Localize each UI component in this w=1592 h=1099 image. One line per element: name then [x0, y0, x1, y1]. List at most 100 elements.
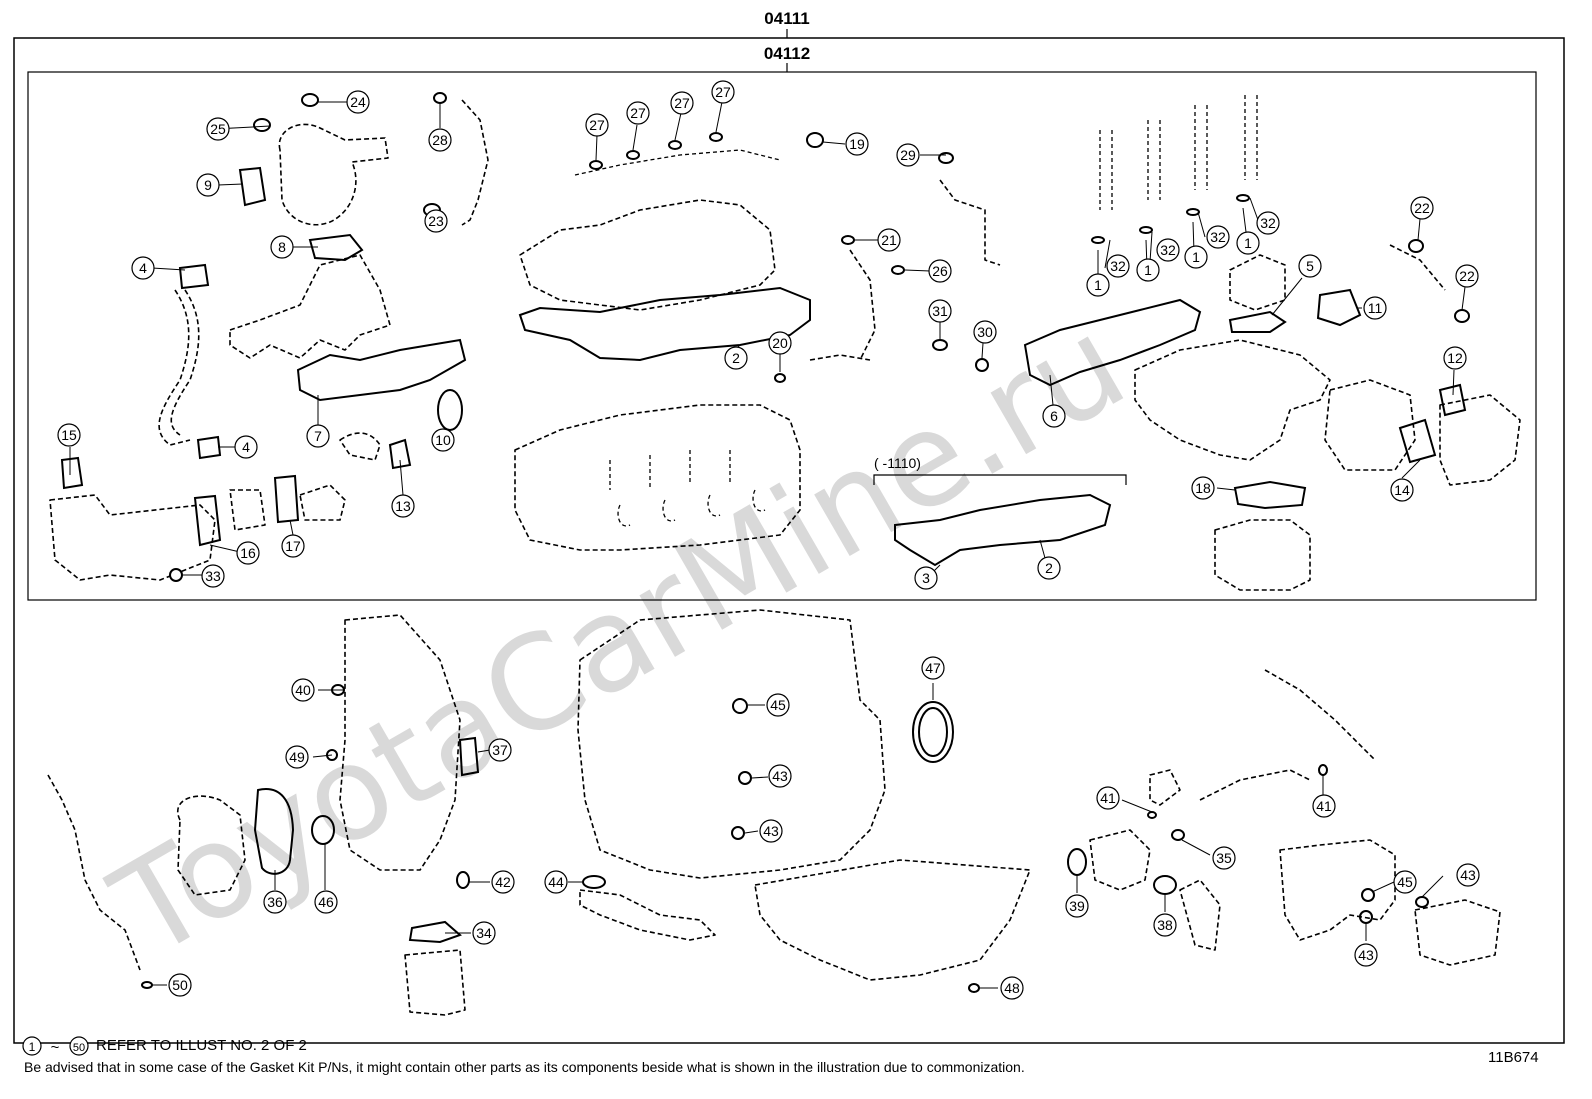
callout-c41b: 41 — [1312, 794, 1336, 818]
callout-c49: 49 — [285, 745, 309, 769]
callout-c27b: 27 — [626, 101, 650, 125]
intake-manifold-outline — [1134, 339, 1331, 461]
callout-c42: 42 — [491, 870, 515, 894]
callout-circle — [1065, 894, 1089, 918]
callout-c32d: 32 — [1256, 211, 1280, 235]
callout-circle — [236, 541, 260, 565]
callout-circle — [491, 870, 515, 894]
callout-circle — [131, 256, 155, 280]
callout-circle — [1256, 211, 1280, 235]
cylinder-block-outline — [577, 609, 886, 879]
callout-number: 29 — [900, 147, 916, 163]
callout-c28: 28 — [428, 128, 452, 152]
callout-c31: 31 — [928, 299, 952, 323]
callout-c9: 9 — [196, 173, 220, 197]
callout-number: 37 — [492, 742, 508, 758]
callout-circle — [1455, 264, 1479, 288]
callout-number: 17 — [285, 538, 301, 554]
callout-circle — [346, 90, 370, 114]
callout-number: 25 — [210, 121, 226, 137]
illustration-code: 11B674 — [1488, 1049, 1539, 1066]
callout-c10: 10 — [431, 428, 455, 452]
callout-c20: 20 — [768, 331, 792, 355]
callout-number: 7 — [314, 428, 322, 444]
callout-c45b: 45 — [1393, 870, 1417, 894]
callout-c43b: 43 — [759, 819, 783, 843]
callout-c25: 25 — [206, 117, 230, 141]
callout-number: 2 — [732, 350, 740, 366]
kit-number-outer: 04111 — [764, 9, 809, 28]
callout-c46: 46 — [314, 890, 338, 914]
callout-c36: 36 — [263, 890, 287, 914]
callout-circle — [724, 346, 748, 370]
callout-number: 33 — [205, 568, 221, 584]
callout-number: 46 — [318, 894, 334, 910]
exhaust-manifold-gasket — [296, 338, 467, 402]
callout-number: 32 — [1110, 258, 1126, 274]
head-cover-gasket-alt — [894, 493, 1112, 567]
callout-number: 35 — [1216, 850, 1232, 866]
callout-circle — [1410, 196, 1434, 220]
callout-number: 32 — [1260, 215, 1276, 231]
callout-circle — [1206, 225, 1230, 249]
callout-c12: 12 — [1443, 346, 1467, 370]
callout-circle — [544, 870, 568, 894]
callout-number: 50 — [172, 977, 188, 993]
callout-c1b: 1 — [1136, 258, 1160, 282]
callout-number: 26 — [932, 263, 948, 279]
callout-c11: 11 — [1363, 296, 1387, 320]
callout-c43c: 43 — [1456, 863, 1480, 887]
callout-number: 28 — [432, 132, 448, 148]
callout-c29: 29 — [896, 143, 920, 167]
callout-circle — [921, 656, 945, 680]
oil-pump-outline — [1279, 839, 1396, 941]
callout-number: 49 — [289, 749, 305, 765]
callout-c21: 21 — [877, 228, 901, 252]
callout-circle — [1212, 846, 1236, 870]
callout-number: 30 — [977, 324, 993, 340]
oil-filter-outline — [404, 949, 466, 1016]
callout-number: 19 — [849, 136, 865, 152]
callout-circle — [201, 564, 225, 588]
callout-number: 13 — [395, 498, 411, 514]
callout-circle — [626, 101, 650, 125]
callout-c38: 38 — [1153, 913, 1177, 937]
callout-c32a: 32 — [1106, 254, 1130, 278]
callout-c6: 6 — [1042, 404, 1066, 428]
callout-c4a: 4 — [131, 256, 155, 280]
callout-circle — [1153, 913, 1177, 937]
callout-number: 10 — [435, 432, 451, 448]
timing-cover-outline — [339, 614, 461, 871]
callout-c43a: 43 — [768, 764, 792, 788]
callout-circle — [768, 764, 792, 788]
callout-circle — [206, 117, 230, 141]
callout-number: 27 — [630, 105, 646, 121]
callout-circle — [766, 693, 790, 717]
head-cover-gasket — [518, 286, 811, 362]
callout-c27a: 27 — [585, 113, 609, 137]
callout-number: 40 — [295, 682, 311, 698]
callout-circle — [263, 890, 287, 914]
callout-number: 15 — [61, 427, 77, 443]
outer-kit-frame — [13, 37, 1565, 1044]
callout-circle — [57, 423, 81, 447]
callout-number: 41 — [1316, 798, 1332, 814]
callout-circle — [291, 678, 315, 702]
callout-circle — [1037, 556, 1061, 580]
callout-c48: 48 — [1000, 976, 1024, 1000]
callout-c3: 3 — [914, 566, 938, 590]
callout-c27c: 27 — [670, 91, 694, 115]
cylinder-head-cover-outline — [519, 199, 776, 311]
callout-c34: 34 — [472, 921, 496, 945]
callout-number: 45 — [770, 697, 786, 713]
callout-c18: 18 — [1191, 476, 1215, 500]
callout-circle — [759, 819, 783, 843]
callout-circle — [431, 428, 455, 452]
callout-c43d: 43 — [1354, 943, 1378, 967]
callout-number: 48 — [1004, 980, 1020, 996]
callout-circle — [1312, 794, 1336, 818]
callout-c14: 14 — [1390, 478, 1414, 502]
callout-circle — [314, 890, 338, 914]
callout-c16: 16 — [236, 541, 260, 565]
callout-number: 31 — [932, 303, 948, 319]
